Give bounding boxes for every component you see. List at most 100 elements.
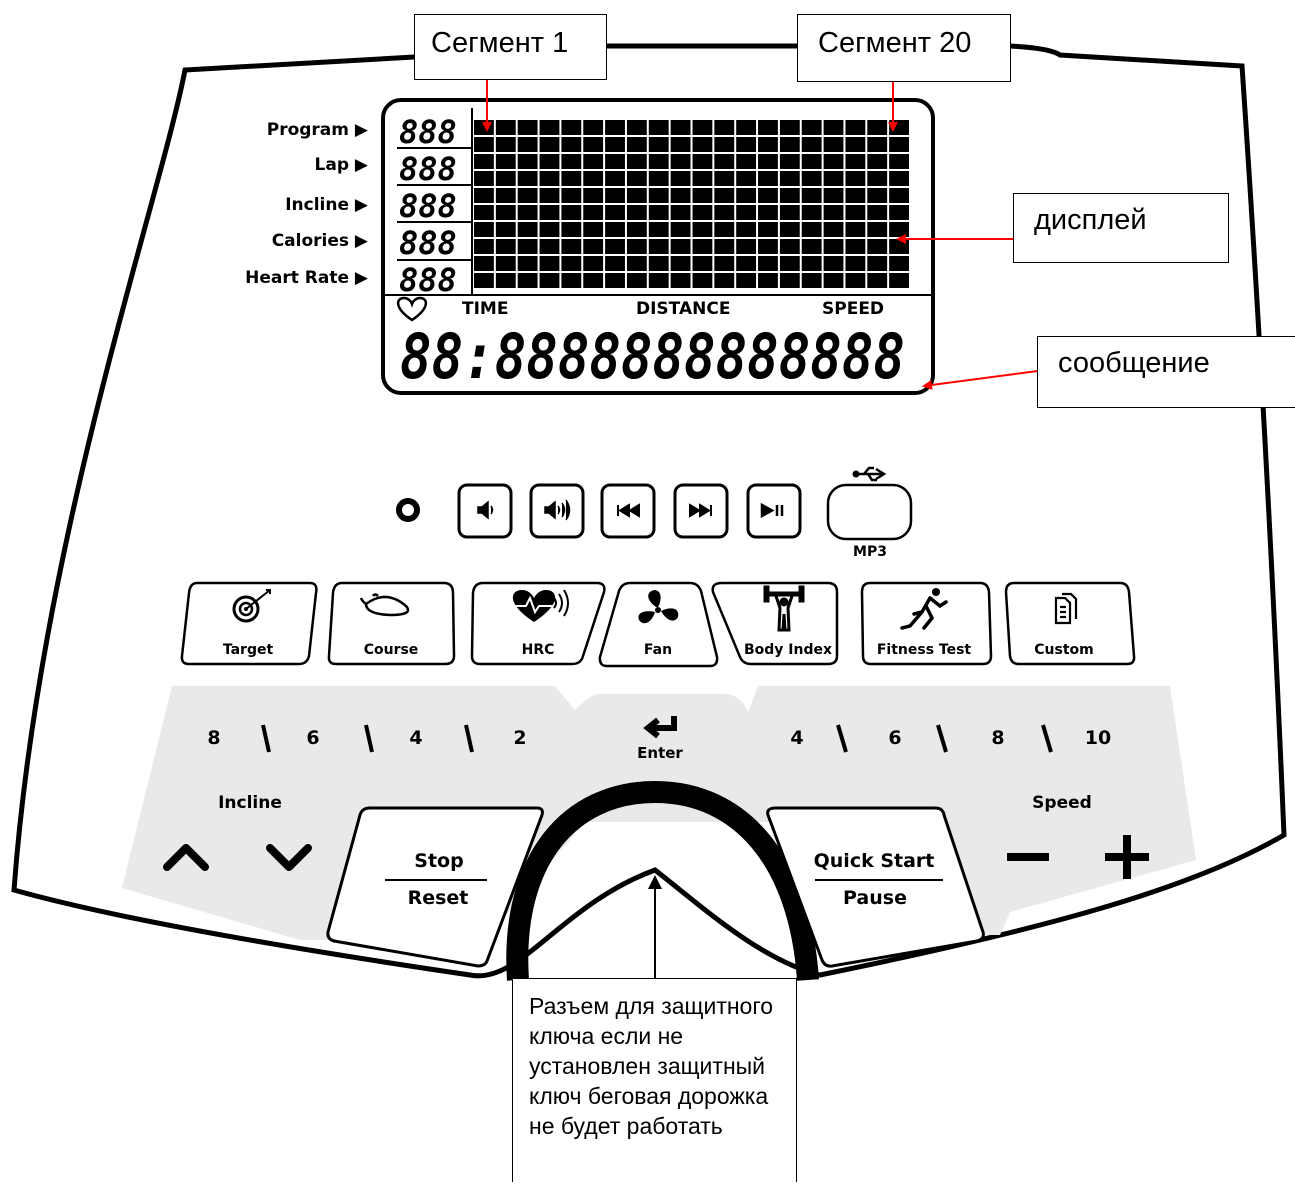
matrix-cell <box>714 256 735 271</box>
mp3-usb-port[interactable] <box>826 483 913 541</box>
matrix-cell <box>670 171 691 186</box>
quick-start-pause-button[interactable]: Quick Start Pause <box>766 806 985 968</box>
speed-plus-icon[interactable] <box>1105 835 1149 879</box>
matrix-cell <box>670 239 691 254</box>
matrix-cell <box>605 273 625 288</box>
matrix-cell <box>517 137 538 152</box>
heart-rate-readout: 888 <box>399 261 457 299</box>
matrix-cell <box>714 188 735 203</box>
speed-quick-key-4[interactable]: 4 <box>790 727 803 749</box>
matrix-cell <box>823 120 844 135</box>
matrix-cell <box>648 239 669 254</box>
custom-button[interactable]: Custom <box>1004 581 1136 666</box>
matrix-cell <box>889 256 909 271</box>
incline-up-icon[interactable] <box>163 844 209 871</box>
matrix-cell <box>648 222 669 237</box>
matrix-cell <box>517 239 538 254</box>
next-track-button[interactable] <box>673 483 729 539</box>
matrix-cell <box>517 171 538 186</box>
matrix-cell <box>758 256 778 271</box>
matrix-cell <box>779 137 800 152</box>
target-button[interactable]: Target <box>180 581 318 666</box>
matrix-cell <box>539 256 560 271</box>
matrix-cell <box>801 137 822 152</box>
speed-quick-key-10[interactable]: 10 <box>1085 727 1111 749</box>
safety-key-slot[interactable] <box>506 780 819 981</box>
matrix-cell <box>495 256 516 271</box>
label-calories: Calories ▶ <box>272 231 369 251</box>
matrix-cell <box>605 205 625 220</box>
speed-label: SPEED <box>822 299 884 319</box>
incline-readout: 888 <box>399 187 457 225</box>
matrix-cell <box>889 239 909 254</box>
matrix-cell <box>648 188 669 203</box>
matrix-cell <box>626 154 647 169</box>
matrix-cell <box>889 171 909 186</box>
matrix-cell <box>867 222 888 237</box>
incline-down-icon[interactable] <box>266 844 312 871</box>
lcd-digit-row-dividers <box>397 147 472 261</box>
fan-button[interactable]: Fan <box>598 581 719 668</box>
matrix-cell <box>517 120 538 135</box>
label-incline: Incline ▶ <box>285 195 369 215</box>
fan-label: Fan <box>644 642 672 658</box>
running-person-icon <box>900 588 948 630</box>
matrix-cell <box>736 171 757 186</box>
speed-quick-key-6[interactable]: 6 <box>888 727 901 749</box>
lap-readout: 888 <box>399 150 457 188</box>
matrix-cell <box>605 137 625 152</box>
matrix-cell <box>648 171 669 186</box>
play-pause-button[interactable] <box>746 483 802 539</box>
matrix-cell <box>626 120 647 135</box>
matrix-cell <box>736 205 757 220</box>
matrix-cell <box>801 188 822 203</box>
matrix-cell <box>801 154 822 169</box>
quick-start-label: Quick Start <box>814 850 935 872</box>
incline-quick-key-4[interactable]: 4 <box>409 727 422 749</box>
matrix-cell <box>714 137 735 152</box>
matrix-cell <box>714 205 735 220</box>
matrix-cell <box>517 273 538 288</box>
matrix-cell <box>626 273 647 288</box>
matrix-cell <box>692 120 713 135</box>
stop-reset-button[interactable]: Stop Reset <box>326 806 544 968</box>
matrix-cell <box>889 205 909 220</box>
speed-minus-icon[interactable] <box>1007 853 1049 861</box>
matrix-cell <box>605 256 625 271</box>
incline-quick-key-8[interactable]: 8 <box>207 727 220 749</box>
matrix-cell <box>474 171 494 186</box>
matrix-cell <box>495 120 516 135</box>
matrix-cell <box>692 171 713 186</box>
matrix-cell <box>823 273 844 288</box>
mp3-label: MP3 <box>853 544 887 560</box>
fitness-test-button[interactable]: Fitness Test <box>860 581 993 666</box>
callout-segment-1-text: Сегмент 1 <box>431 27 569 59</box>
hrc-button[interactable]: HRC <box>470 581 606 666</box>
matrix-cell <box>845 137 866 152</box>
matrix-cell <box>648 120 669 135</box>
incline-quick-key-6[interactable]: 6 <box>306 727 319 749</box>
matrix-cell <box>801 256 822 271</box>
incline-quick-key-2[interactable]: 2 <box>513 727 526 749</box>
matrix-cell <box>758 239 778 254</box>
speed-quick-key-8[interactable]: 8 <box>991 727 1004 749</box>
enter-arrow-icon[interactable] <box>643 716 677 739</box>
matrix-cell <box>845 120 866 135</box>
matrix-cell <box>670 256 691 271</box>
matrix-cell <box>626 137 647 152</box>
matrix-cell <box>801 205 822 220</box>
usb-icon <box>856 466 887 482</box>
matrix-cell <box>779 222 800 237</box>
matrix-cell <box>867 273 888 288</box>
course-label: Course <box>364 642 419 658</box>
incline-title: Incline <box>218 793 282 813</box>
matrix-cell <box>736 273 757 288</box>
volume-down-button[interactable] <box>457 483 513 539</box>
body-index-button[interactable]: Body Index <box>711 581 839 666</box>
previous-track-button[interactable] <box>600 483 656 539</box>
matrix-cell <box>561 239 582 254</box>
course-button[interactable]: Course <box>327 581 456 666</box>
volume-up-button[interactable] <box>529 483 585 539</box>
matrix-cell <box>801 273 822 288</box>
